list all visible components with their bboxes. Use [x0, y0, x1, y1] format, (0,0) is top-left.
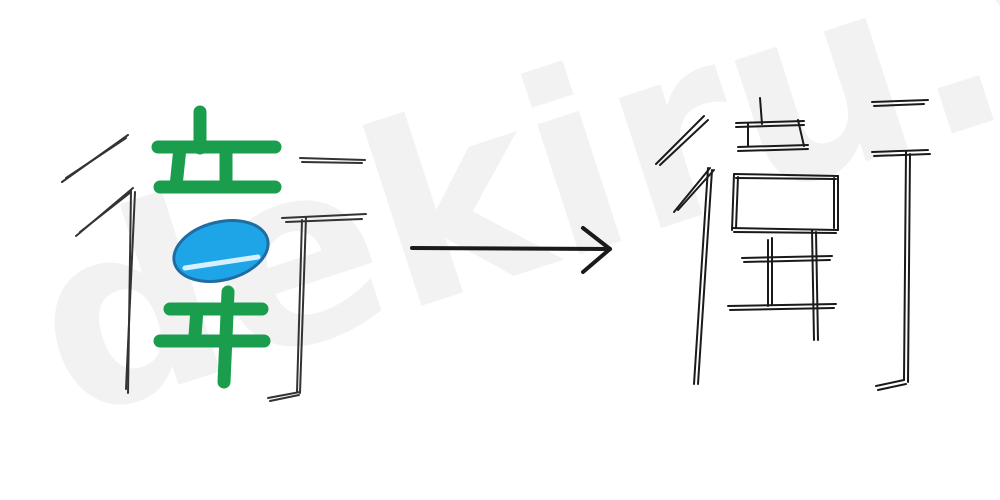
left-bottom-highlight: [153, 285, 271, 389]
right-arrow-icon: [410, 226, 612, 274]
watermark-text: dekiru.vn: [0, 0, 1000, 476]
left-middle-oval-shine: [182, 254, 261, 271]
right-middle-box: [731, 173, 839, 234]
right-gyouninben-radical: [655, 115, 715, 385]
left-gyouninben-radical: [61, 134, 136, 394]
left-ryuu-component: [267, 157, 367, 402]
left-top-highlight: [151, 105, 282, 194]
right-top-component: [735, 97, 809, 152]
right-kanji-glyph: [655, 97, 931, 391]
right-ryuu-component: [871, 99, 931, 391]
right-bottom-component: [727, 229, 837, 341]
left-kanji-glyph: [61, 105, 367, 402]
watermark: dekiru.vn: [0, 0, 1000, 476]
